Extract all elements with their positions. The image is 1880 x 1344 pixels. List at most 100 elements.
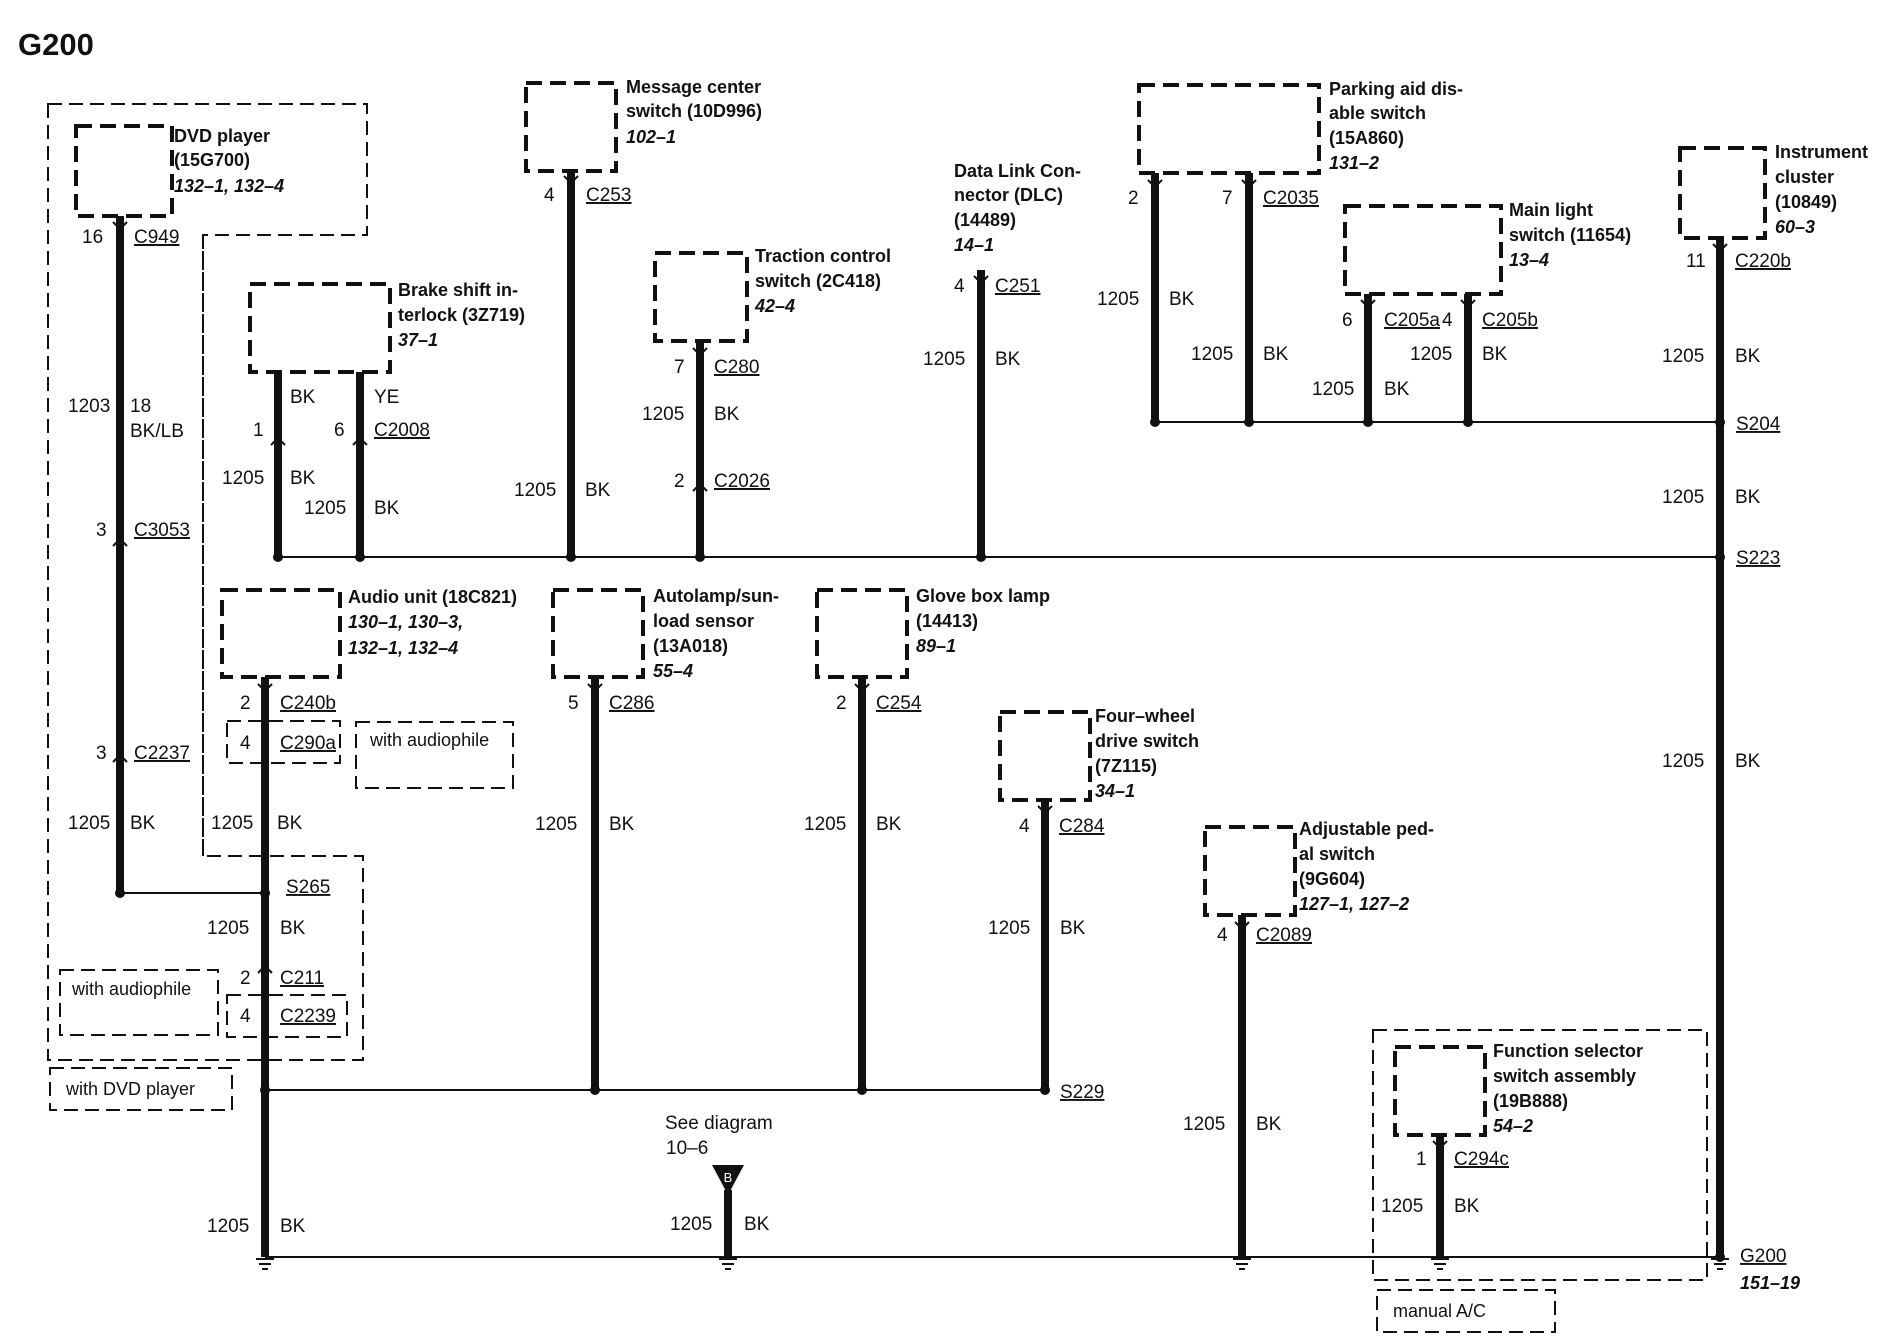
- svg-text:1205: 1205: [1191, 344, 1233, 365]
- svg-text:4: 4: [1019, 816, 1030, 837]
- svg-text:Traction control: Traction control: [755, 246, 891, 266]
- page-title: G200: [18, 27, 94, 62]
- svg-text:drive switch: drive switch: [1095, 731, 1199, 751]
- svg-text:Brake shift in-: Brake shift in-: [398, 280, 518, 300]
- svg-text:130–1, 130–3,: 130–1, 130–3,: [348, 612, 463, 632]
- autolamp-sensor-box: [551, 588, 645, 679]
- traction-control-switch-label: Traction control switch (2C418) 42–4: [754, 246, 891, 316]
- svg-text:1205: 1205: [1662, 346, 1704, 367]
- svg-text:BK: BK: [585, 480, 611, 501]
- function-selector-switch-box: [1393, 1045, 1487, 1137]
- svg-text:C251: C251: [995, 276, 1040, 297]
- with-audiophile-condition-box: [59, 969, 219, 1036]
- svg-text:C253: C253: [586, 185, 631, 206]
- svg-text:BK: BK: [744, 1214, 770, 1235]
- svg-text:4: 4: [240, 733, 251, 754]
- four-wheel-drive-switch-label: Four–wheel drive switch (7Z115) 34–1: [1095, 706, 1199, 801]
- svg-text:1205: 1205: [1097, 289, 1139, 310]
- svg-text:7: 7: [1222, 188, 1233, 209]
- pin-numbers: 16 4 2 7 11 6 4 1 6 7 2 4 3 3 2 4 5 2 4 …: [82, 185, 1706, 1170]
- glove-box-lamp-box: [815, 588, 909, 679]
- svg-text:4: 4: [1442, 310, 1453, 331]
- svg-text:1205: 1205: [68, 813, 110, 834]
- with-dvd-condition-box: [49, 1067, 233, 1111]
- svg-text:C254: C254: [876, 693, 922, 714]
- svg-text:C240b: C240b: [280, 693, 336, 714]
- svg-text:S223: S223: [1736, 548, 1780, 569]
- svg-text:load sensor: load sensor: [653, 611, 754, 631]
- see-diagram-label: See diagram: [665, 1113, 773, 1134]
- svg-text:BK: BK: [1454, 1196, 1480, 1217]
- svg-text:G200: G200: [1740, 1246, 1786, 1267]
- see-diagram-marker-icon: [712, 1165, 744, 1195]
- splice-nodes: [115, 417, 1725, 1262]
- svg-text:1205: 1205: [670, 1214, 712, 1235]
- dvd-player-option-region: [47, 103, 368, 1061]
- svg-text:1205: 1205: [222, 468, 264, 489]
- svg-text:BK: BK: [1256, 1114, 1282, 1135]
- svg-text:Audio unit (18C821): Audio unit (18C821): [348, 587, 517, 607]
- svg-text:(9G604): (9G604): [1299, 869, 1365, 889]
- svg-text:1205: 1205: [207, 1216, 249, 1237]
- svg-text:1205: 1205: [535, 814, 577, 835]
- svg-text:4: 4: [954, 276, 965, 297]
- ground-icon: [719, 1258, 737, 1270]
- svg-text:42–4: 42–4: [754, 296, 795, 316]
- dvd-player-box: [74, 124, 174, 218]
- svg-text:1205: 1205: [1312, 379, 1354, 400]
- wire-labels: 1203 18 BK/LB 1205 BK BK YE 1205 BK 1205…: [68, 289, 1761, 1237]
- svg-text:2: 2: [836, 693, 847, 714]
- svg-text:C220b: C220b: [1735, 251, 1791, 272]
- svg-text:14–1: 14–1: [954, 235, 994, 255]
- svg-text:151–19: 151–19: [1740, 1273, 1800, 1293]
- svg-text:BK: BK: [1735, 751, 1761, 772]
- svg-text:2: 2: [240, 693, 251, 714]
- svg-text:1205: 1205: [804, 814, 846, 835]
- svg-text:C949: C949: [134, 227, 179, 248]
- svg-text:2: 2: [1128, 188, 1139, 209]
- svg-text:BK: BK: [1735, 487, 1761, 508]
- adjustable-pedal-switch-box: [1203, 825, 1297, 917]
- svg-text:BK: BK: [1060, 918, 1086, 939]
- svg-text:BK: BK: [1169, 289, 1195, 310]
- dvd-player-label: DVD player (15G700) 132–1, 132–4: [174, 126, 284, 196]
- svg-text:(13A018): (13A018): [653, 636, 728, 656]
- svg-text:(15A860): (15A860): [1329, 128, 1404, 148]
- message-center-switch-box: [524, 81, 618, 173]
- svg-text:C2089: C2089: [1256, 925, 1312, 946]
- svg-text:BK: BK: [280, 918, 306, 939]
- svg-text:C2026: C2026: [714, 471, 770, 492]
- svg-text:Glove box lamp: Glove box lamp: [916, 586, 1050, 606]
- svg-text:6: 6: [1342, 310, 1353, 331]
- svg-text:C294c: C294c: [1454, 1149, 1509, 1170]
- svg-text:S204: S204: [1736, 414, 1781, 435]
- with-audiophile-condition-label: with audiophile: [369, 730, 489, 750]
- svg-text:C280: C280: [714, 357, 759, 378]
- see-diagram-page: 10–6: [666, 1138, 708, 1159]
- svg-text:2: 2: [674, 471, 685, 492]
- audio-unit-box: [220, 588, 342, 679]
- svg-text:cluster: cluster: [1775, 167, 1834, 187]
- manual-ac-option-region: [1372, 1029, 1708, 1281]
- autolamp-sensor-label: Autolamp/sun- load sensor (13A018) 55–4: [653, 586, 779, 681]
- svg-text:C2237: C2237: [134, 743, 190, 764]
- svg-text:S229: S229: [1060, 1082, 1104, 1103]
- svg-text:BK: BK: [1263, 344, 1289, 365]
- function-selector-switch-label: Function selector switch assembly (19B88…: [1493, 1041, 1643, 1136]
- svg-text:1205: 1205: [1183, 1114, 1225, 1135]
- svg-text:C286: C286: [609, 693, 654, 714]
- svg-text:1205: 1205: [207, 918, 249, 939]
- svg-text:2: 2: [240, 968, 251, 989]
- svg-text:switch assembly: switch assembly: [1493, 1066, 1636, 1086]
- svg-text:C2239: C2239: [280, 1006, 336, 1027]
- svg-text:BK: BK: [714, 404, 740, 425]
- svg-text:102–1: 102–1: [626, 127, 676, 147]
- main-light-switch-label: Main light switch (11654) 13–4: [1509, 200, 1631, 270]
- svg-text:BK: BK: [290, 468, 316, 489]
- ground-icon: [1711, 1258, 1729, 1270]
- brake-shift-interlock-label: Brake shift in- terlock (3Z719) 37–1: [398, 280, 525, 350]
- svg-text:34–1: 34–1: [1095, 781, 1135, 801]
- svg-text:55–4: 55–4: [653, 661, 693, 681]
- c2239-option-box: [226, 994, 348, 1038]
- svg-text:S265: S265: [286, 877, 330, 898]
